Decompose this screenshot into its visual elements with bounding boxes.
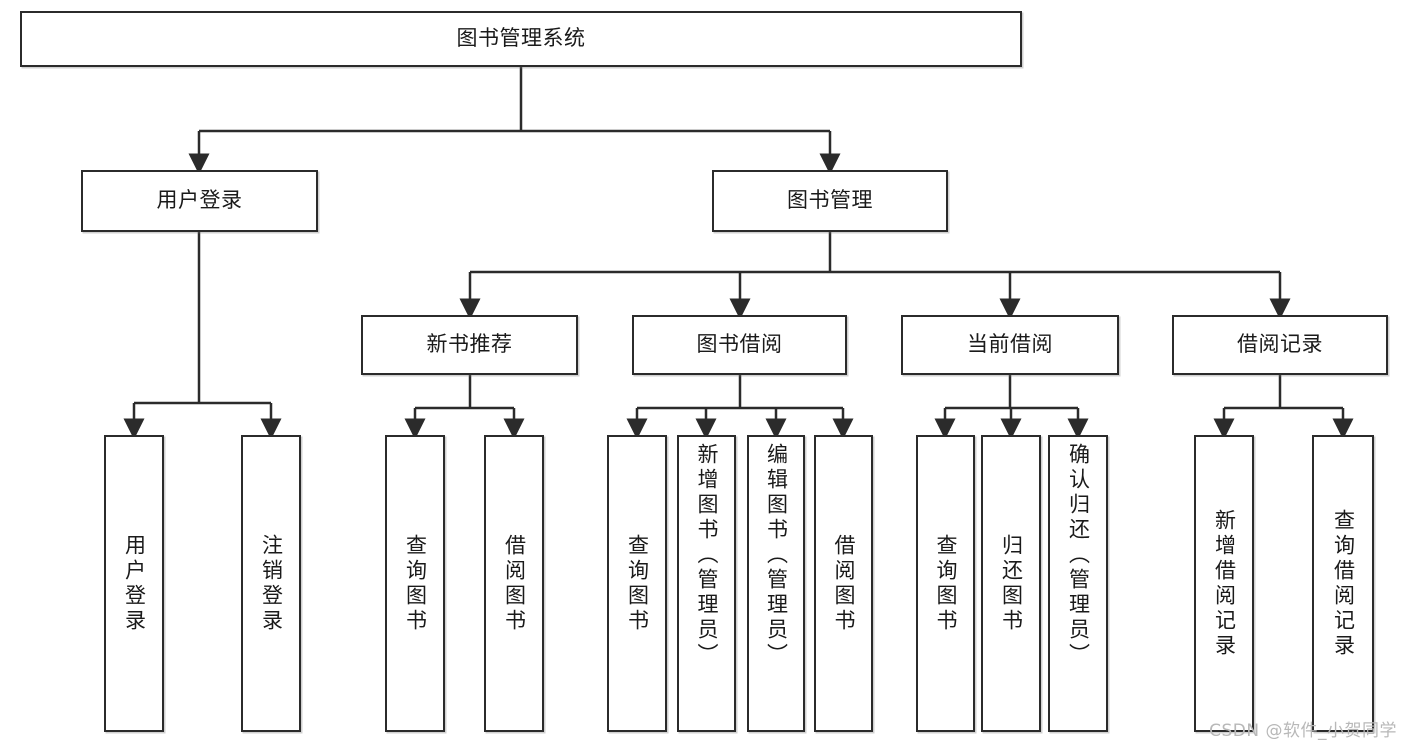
leaf-注销登录-1[interactable]: 注销登录 [241, 435, 301, 732]
node-图书借阅-1[interactable]: 图书借阅 [632, 315, 847, 375]
node-label: 新书推荐 [426, 332, 513, 357]
leaf-新增借阅记录-11[interactable]: 新增借阅记录 [1194, 435, 1254, 732]
node-label: 当前借阅 [967, 332, 1053, 357]
leaf-查询图书-4[interactable]: 查询图书 [607, 435, 667, 732]
node-label: 图书借阅 [696, 332, 783, 357]
node-label: 编辑图书（管理员） [764, 443, 789, 668]
node-label: 注销登录 [259, 533, 284, 634]
leaf-查询借阅记录-12[interactable]: 查询借阅记录 [1312, 435, 1374, 732]
leaf-查询图书-2[interactable]: 查询图书 [385, 435, 445, 732]
leaf-借阅图书-3[interactable]: 借阅图书 [484, 435, 544, 732]
node-label: 图书管理 [787, 188, 873, 213]
node-图书管理-1[interactable]: 图书管理 [712, 170, 948, 232]
leaf-新增图书管理员-5[interactable]: 新增图书（管理员） [677, 435, 736, 732]
leaf-用户登录-0[interactable]: 用户登录 [104, 435, 164, 732]
leaf-借阅图书-7[interactable]: 借阅图书 [814, 435, 873, 732]
node-label: 归还图书 [999, 533, 1024, 634]
node-label: 新增图书（管理员） [695, 443, 719, 668]
node-label: 查询借阅记录 [1331, 508, 1356, 659]
leaf-确认归还管理员-10[interactable]: 确认归还（管理员） [1048, 435, 1108, 732]
leaf-归还图书-9[interactable]: 归还图书 [981, 435, 1041, 732]
node-label: 用户登录 [156, 188, 243, 213]
node-label: 查询图书 [625, 533, 650, 634]
node-label: 借阅记录 [1237, 332, 1323, 357]
node-label: 借阅图书 [832, 533, 856, 634]
node-label: 查询图书 [934, 533, 958, 634]
node-用户登录-0[interactable]: 用户登录 [81, 170, 318, 232]
node-当前借阅-2[interactable]: 当前借阅 [901, 315, 1119, 375]
node-label: 确认归还（管理员） [1066, 443, 1091, 668]
leaf-查询图书-8[interactable]: 查询图书 [916, 435, 975, 732]
watermark-text: CSDN @软件_小贺同学 [1209, 721, 1397, 741]
node-label: 新增借阅记录 [1212, 508, 1237, 659]
node-label: 图书管理系统 [456, 26, 586, 51]
node-label: 用户登录 [122, 533, 147, 634]
node-新书推荐-0[interactable]: 新书推荐 [361, 315, 578, 375]
node-root-system[interactable]: 图书管理系统 [20, 11, 1022, 67]
node-label: 借阅图书 [502, 533, 527, 634]
node-借阅记录-3[interactable]: 借阅记录 [1172, 315, 1388, 375]
node-label: 查询图书 [403, 533, 428, 634]
leaf-编辑图书管理员-6[interactable]: 编辑图书（管理员） [747, 435, 805, 732]
